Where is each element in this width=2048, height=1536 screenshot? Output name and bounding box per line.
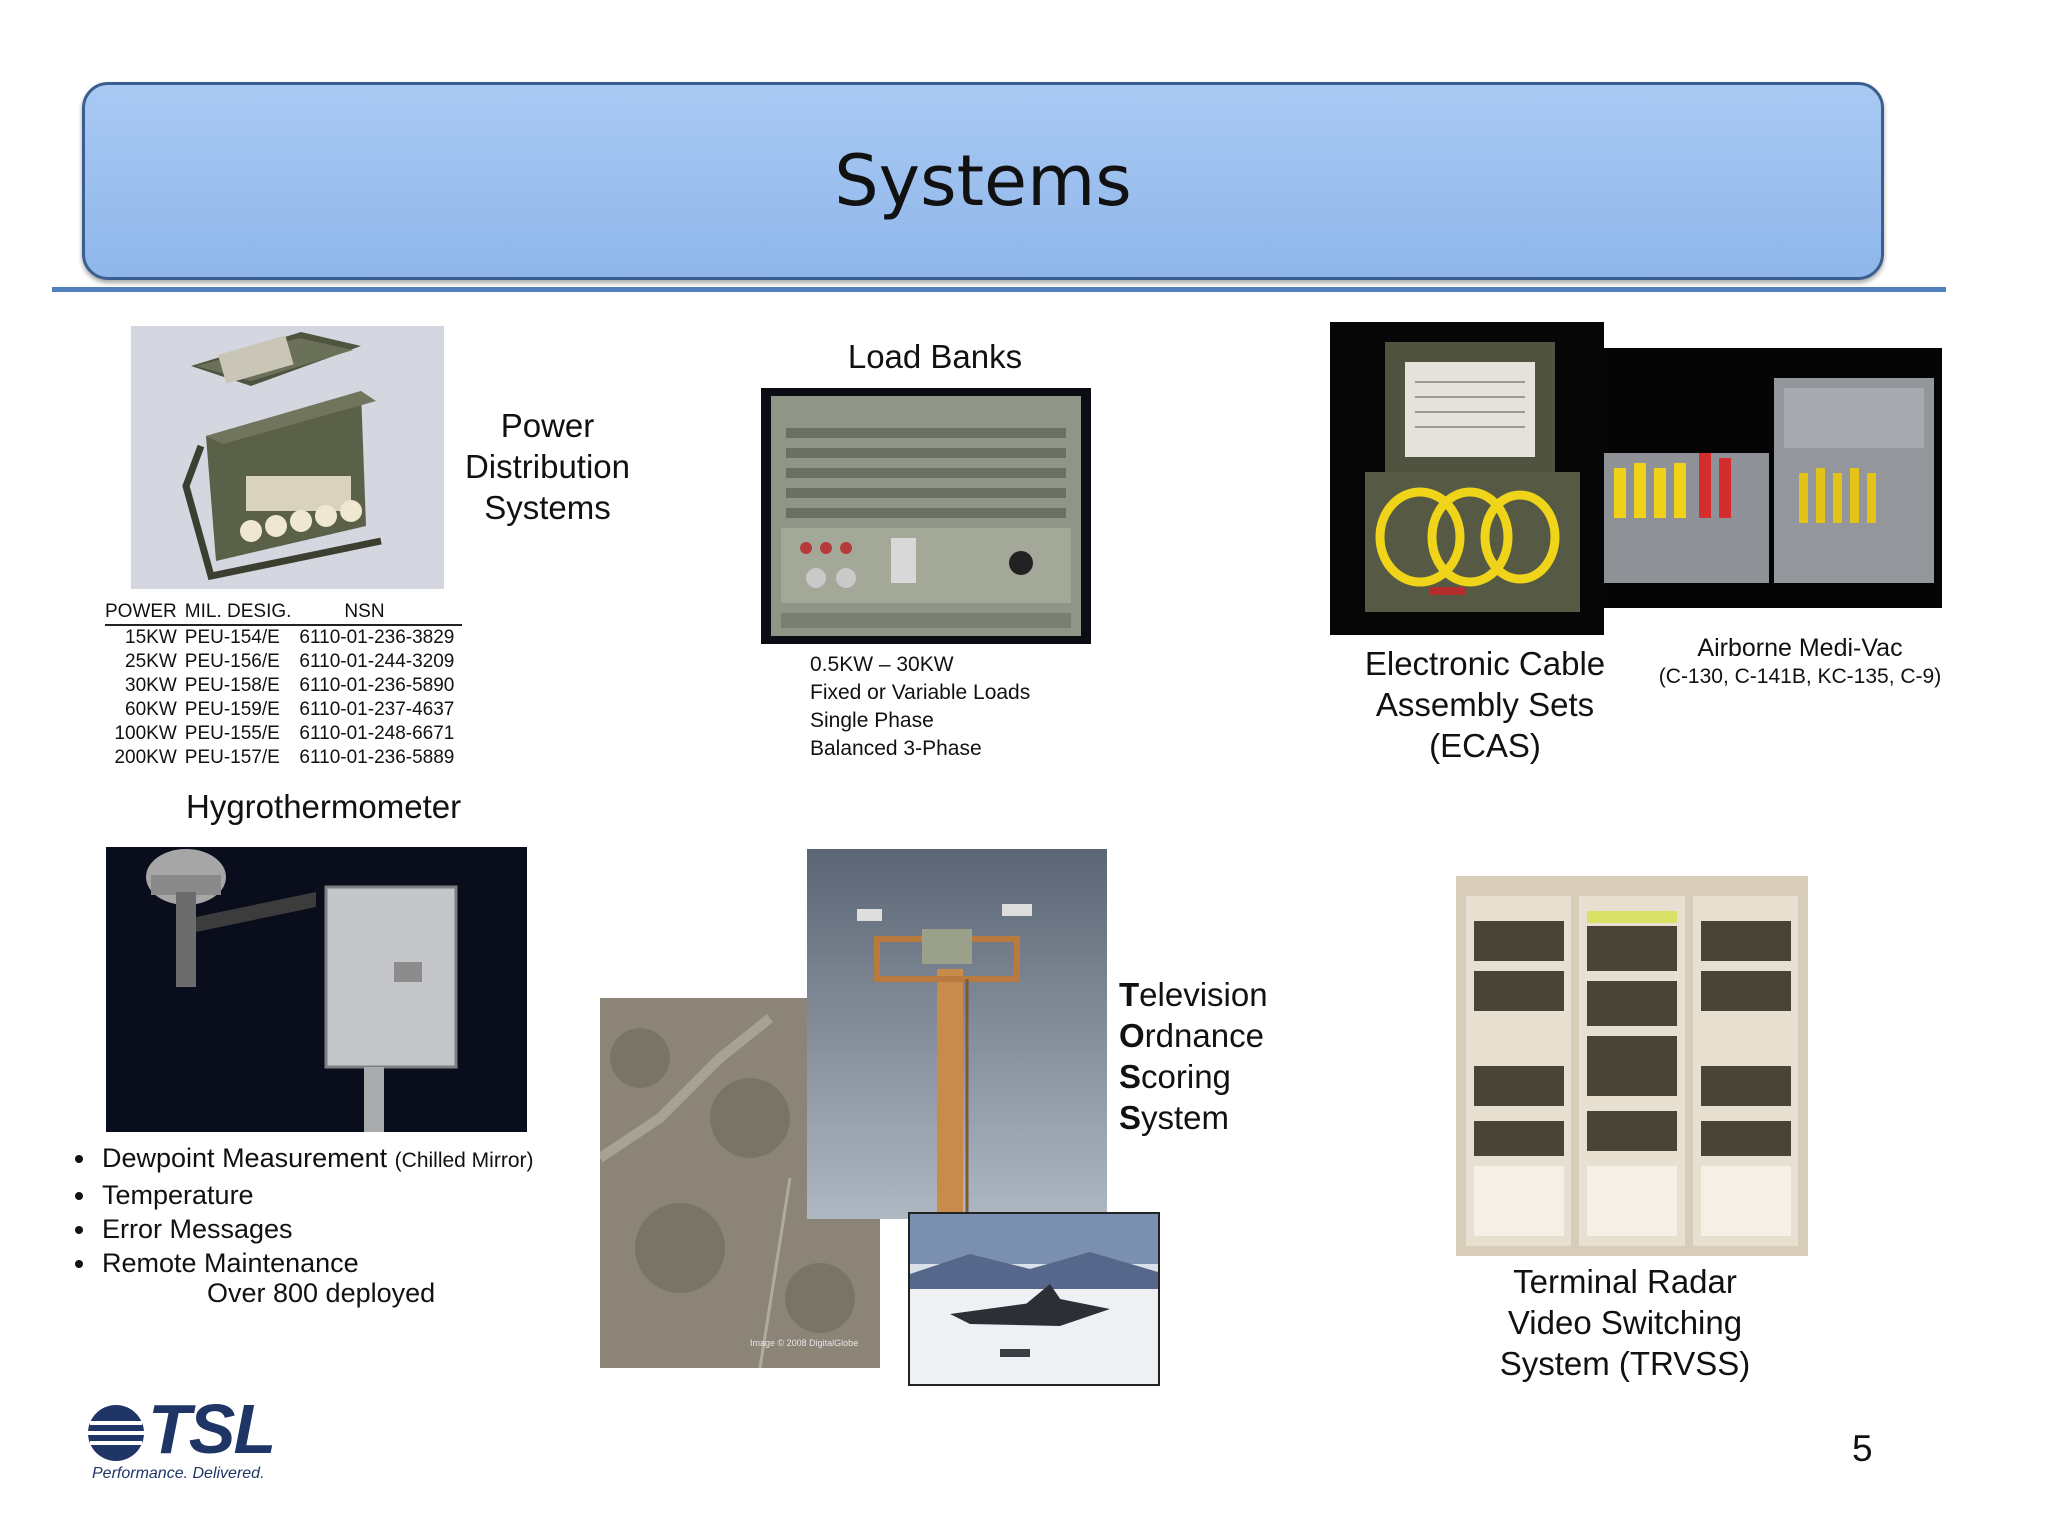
load-banks-spec: 0.5KW – 30KW bbox=[810, 653, 954, 676]
ecas-title: Electronic Cable Assembly Sets (ECAS) bbox=[1340, 643, 1630, 766]
load-banks-spec: Single Phase bbox=[810, 709, 934, 732]
load-banks-spec: Balanced 3-Phase bbox=[810, 737, 982, 760]
table-cell: 6110-01-244-3209 bbox=[299, 651, 455, 672]
hygrothermometer-bullets-wrapper: Dewpoint Measurement (Chilled Mirror) Te… bbox=[73, 1141, 534, 1280]
toss-title-line: Ordnance bbox=[1119, 1015, 1268, 1056]
load-banks-title: Load Banks bbox=[847, 338, 1023, 375]
table-cell: 60KW bbox=[125, 699, 177, 720]
list-item: Remote Maintenance bbox=[98, 1246, 534, 1280]
ecas-title-line: Assembly Sets bbox=[1375, 686, 1595, 723]
slide-title-banner: Systems bbox=[82, 82, 1884, 280]
table-cell: PEU-154/E bbox=[184, 627, 280, 648]
table-header-designation: MIL. DESIG. bbox=[184, 600, 300, 626]
table-row: 30KW PEU-158/E 6110-01-236-5890 bbox=[105, 674, 462, 698]
hygrothermometer-footer: Over 800 deployed bbox=[207, 1278, 436, 1308]
load-banks-specs: 0.5KW – 30KW Fixed or Variable Loads Sin… bbox=[810, 651, 1030, 763]
hygrothermometer-photo bbox=[106, 847, 527, 1132]
table-header-nsn: NSN bbox=[299, 600, 463, 626]
toss-rest: ystem bbox=[1141, 1099, 1230, 1136]
table-row: 25KW PEU-156/E 6110-01-244-3209 bbox=[105, 650, 462, 674]
tsl-logo: TSL Performance. Delivered. bbox=[86, 1390, 316, 1485]
table-cell: 6110-01-237-4637 bbox=[299, 699, 455, 720]
toss-initial: O bbox=[1119, 1017, 1145, 1054]
toss-rest: elevision bbox=[1139, 976, 1268, 1013]
peu-table-wrapper: POWER MIL. DESIG. NSN 15KW PEU-154/E 6110-… bbox=[105, 600, 463, 770]
power-distribution-photo bbox=[131, 326, 444, 589]
list-item: Temperature bbox=[98, 1178, 534, 1212]
table-header-row: POWER MIL. DESIG. NSN bbox=[105, 600, 463, 626]
tsl-logo-tagline: Performance. Delivered. bbox=[92, 1465, 265, 1482]
bullet-text: Temperature bbox=[102, 1180, 254, 1210]
power-distribution-title-line: Power bbox=[500, 407, 595, 444]
load-bank-photo bbox=[761, 388, 1091, 644]
toss-initial: T bbox=[1119, 976, 1140, 1013]
toss-title: Television Ordnance Scoring System bbox=[1119, 974, 1268, 1138]
load-banks-spec: Fixed or Variable Loads bbox=[810, 681, 1031, 704]
medivac-subtitle: (C-130, C-141B, KC-135, C-9) bbox=[1658, 665, 1942, 688]
table-cell: PEU-157/E bbox=[184, 747, 280, 768]
toss-rest: coring bbox=[1141, 1058, 1231, 1095]
toss-image-credit: Image © 2008 DigitalGlobe bbox=[750, 1338, 859, 1348]
page-number: 5 bbox=[1852, 1428, 1873, 1469]
table-cell: PEU-156/E bbox=[184, 651, 280, 672]
toss-tower-photo bbox=[807, 849, 1107, 1219]
trvss-title-line: System (TRVSS) bbox=[1499, 1345, 1751, 1382]
power-distribution-title-line: Systems bbox=[484, 489, 611, 526]
bullet-note: (Chilled Mirror) bbox=[394, 1149, 534, 1172]
table-cell: PEU-159/E bbox=[184, 699, 280, 720]
table-cell: 6110-01-236-3829 bbox=[299, 627, 455, 648]
table-cell: 30KW bbox=[125, 675, 177, 696]
ecas-title-line: Electronic Cable bbox=[1364, 645, 1606, 682]
table-cell: 25KW bbox=[125, 651, 177, 672]
power-distribution-title-line: Distribution bbox=[464, 448, 631, 485]
toss-rest: rdnance bbox=[1144, 1017, 1264, 1054]
bullet-text: Dewpoint Measurement bbox=[102, 1143, 388, 1173]
peu-table: POWER MIL. DESIG. NSN 15KW PEU-154/E 6110-… bbox=[105, 600, 463, 770]
toss-initial: S bbox=[1119, 1058, 1142, 1095]
table-cell: 6110-01-248-6671 bbox=[299, 723, 455, 744]
toss-title-line: Scoring bbox=[1119, 1056, 1268, 1097]
ecas-photo bbox=[1330, 322, 1604, 635]
table-cell: 200KW bbox=[114, 747, 177, 768]
table-cell: 6110-01-236-5889 bbox=[299, 747, 455, 768]
medivac-caption: Airborne Medi-Vac (C-130, C-141B, KC-135… bbox=[1640, 633, 1960, 691]
trvss-title-line: Terminal Radar bbox=[1513, 1263, 1737, 1300]
table-header-power: POWER bbox=[105, 600, 185, 626]
hygrothermometer-title: Hygrothermometer bbox=[186, 788, 462, 825]
globe-icon bbox=[88, 1405, 144, 1461]
table-row: 15KW PEU-154/E 6110-01-236-3829 bbox=[105, 625, 462, 650]
table-cell: 6110-01-236-5890 bbox=[299, 675, 455, 696]
table-row: 60KW PEU-159/E 6110-01-237-4637 bbox=[105, 698, 462, 722]
table-cell: 15KW bbox=[125, 627, 177, 648]
slide-title: Systems bbox=[834, 140, 1132, 222]
table-cell: PEU-158/E bbox=[184, 675, 280, 696]
hygrothermometer-bullets: Dewpoint Measurement (Chilled Mirror) Te… bbox=[73, 1141, 534, 1280]
trvss-rack-photo bbox=[1456, 876, 1808, 1256]
toss-title-line: Television bbox=[1119, 974, 1268, 1015]
power-distribution-title: Power Distribution Systems bbox=[450, 405, 645, 528]
list-item: Error Messages bbox=[98, 1212, 534, 1246]
medivac-title: Airborne Medi-Vac bbox=[1697, 634, 1903, 662]
trvss-title-line: Video Switching bbox=[1507, 1304, 1743, 1341]
table-cell: 100KW bbox=[114, 723, 177, 744]
table-row: 200KW PEU-157/E 6110-01-236-5889 bbox=[105, 746, 462, 770]
bullet-text: Remote Maintenance bbox=[102, 1248, 359, 1278]
table-cell: PEU-155/E bbox=[184, 723, 280, 744]
medivac-photo bbox=[1604, 348, 1942, 608]
list-item: Dewpoint Measurement (Chilled Mirror) bbox=[98, 1141, 534, 1178]
bullet-text: Error Messages bbox=[102, 1214, 293, 1244]
toss-title-line: System bbox=[1119, 1097, 1268, 1138]
tsl-logo-text: TSL bbox=[148, 1390, 276, 1468]
table-row: 100KW PEU-155/E 6110-01-248-6671 bbox=[105, 722, 462, 746]
trvss-title: Terminal Radar Video Switching System (T… bbox=[1460, 1261, 1790, 1384]
toss-initial: S bbox=[1119, 1099, 1142, 1136]
toss-jet-photo bbox=[908, 1212, 1160, 1386]
ecas-title-line: (ECAS) bbox=[1429, 727, 1541, 764]
title-divider bbox=[52, 287, 1946, 292]
